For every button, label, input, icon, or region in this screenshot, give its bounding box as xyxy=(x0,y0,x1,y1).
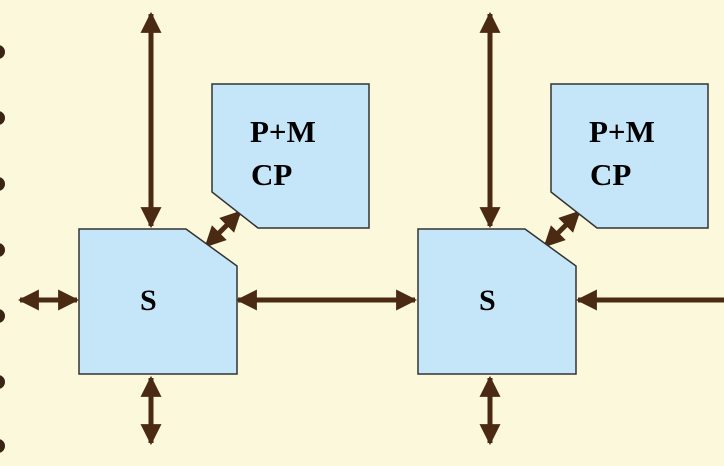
bullet-dot xyxy=(0,177,5,191)
bullet-dot xyxy=(0,45,5,59)
left-edge-bullets xyxy=(0,45,5,453)
arrow-switch-pm-right xyxy=(543,210,581,248)
pm-box-left xyxy=(211,83,370,229)
pm-left-label-line2: CP xyxy=(251,157,293,192)
pm-box-right xyxy=(550,83,709,229)
bullet-dot xyxy=(0,375,5,389)
bullet-dot xyxy=(0,439,5,453)
switch-right-label: S xyxy=(479,284,496,317)
pm-right-label-line1: P+M xyxy=(589,114,655,149)
switch-box-right xyxy=(417,228,577,375)
bullet-dot xyxy=(0,111,5,125)
arrow-switch-pm-left xyxy=(204,210,242,248)
switch-box-left xyxy=(78,228,238,375)
bullet-dot xyxy=(0,309,5,323)
pm-left-label-line1: P+M xyxy=(250,114,316,149)
bullet-dot xyxy=(0,243,5,257)
pm-right-label-line2: CP xyxy=(590,157,632,192)
switch-left-label: S xyxy=(140,284,157,317)
